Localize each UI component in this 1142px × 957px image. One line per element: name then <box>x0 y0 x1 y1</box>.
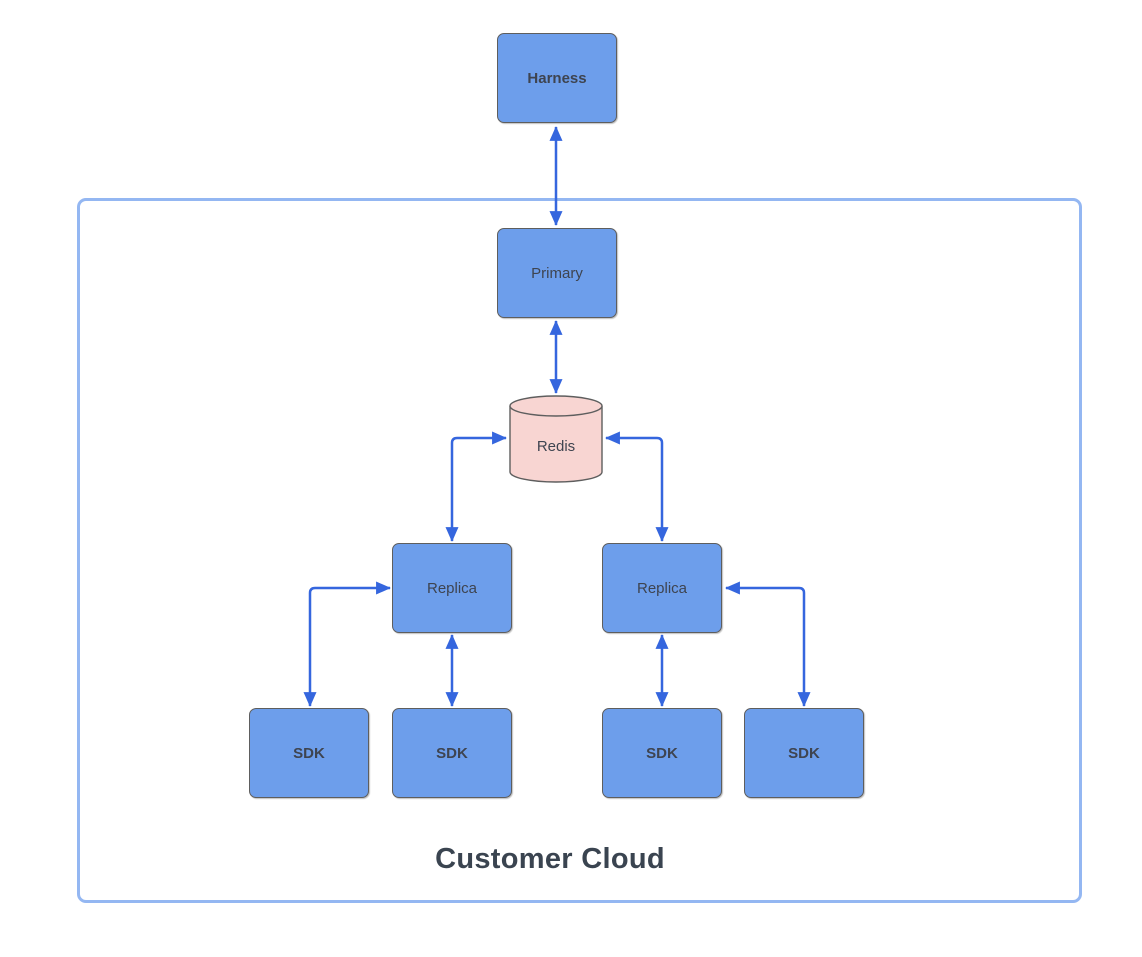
customer-cloud-boundary <box>77 198 1082 903</box>
node-harness: Harness <box>497 33 617 123</box>
edge-replica-right-redis <box>605 431 669 542</box>
node-sdk-4-label: SDK <box>788 744 820 762</box>
edge-sdk1-replica-left <box>303 581 391 707</box>
node-redis-label: Redis <box>536 437 576 455</box>
node-replica-left: Replica <box>392 543 512 633</box>
node-sdk-1: SDK <box>249 708 369 798</box>
customer-cloud-label: Customer Cloud <box>435 843 665 875</box>
node-primary: Primary <box>497 228 617 318</box>
node-primary-label: Primary <box>531 264 583 282</box>
node-replica-right: Replica <box>602 543 722 633</box>
node-sdk-1-label: SDK <box>293 744 325 762</box>
node-replica-left-label: Replica <box>426 579 478 597</box>
node-sdk-3: SDK <box>602 708 722 798</box>
edge-replica-left-redis <box>445 431 507 542</box>
edge-sdk4-replica-right <box>725 581 811 707</box>
node-sdk-3-label: SDK <box>646 744 678 762</box>
node-replica-right-label: Replica <box>636 579 688 597</box>
database-cylinder-icon <box>509 395 603 483</box>
node-redis: Redis <box>509 395 603 483</box>
node-sdk-4: SDK <box>744 708 864 798</box>
node-sdk-2-label: SDK <box>436 744 468 762</box>
node-sdk-2: SDK <box>392 708 512 798</box>
node-harness-label: Harness <box>527 69 587 87</box>
